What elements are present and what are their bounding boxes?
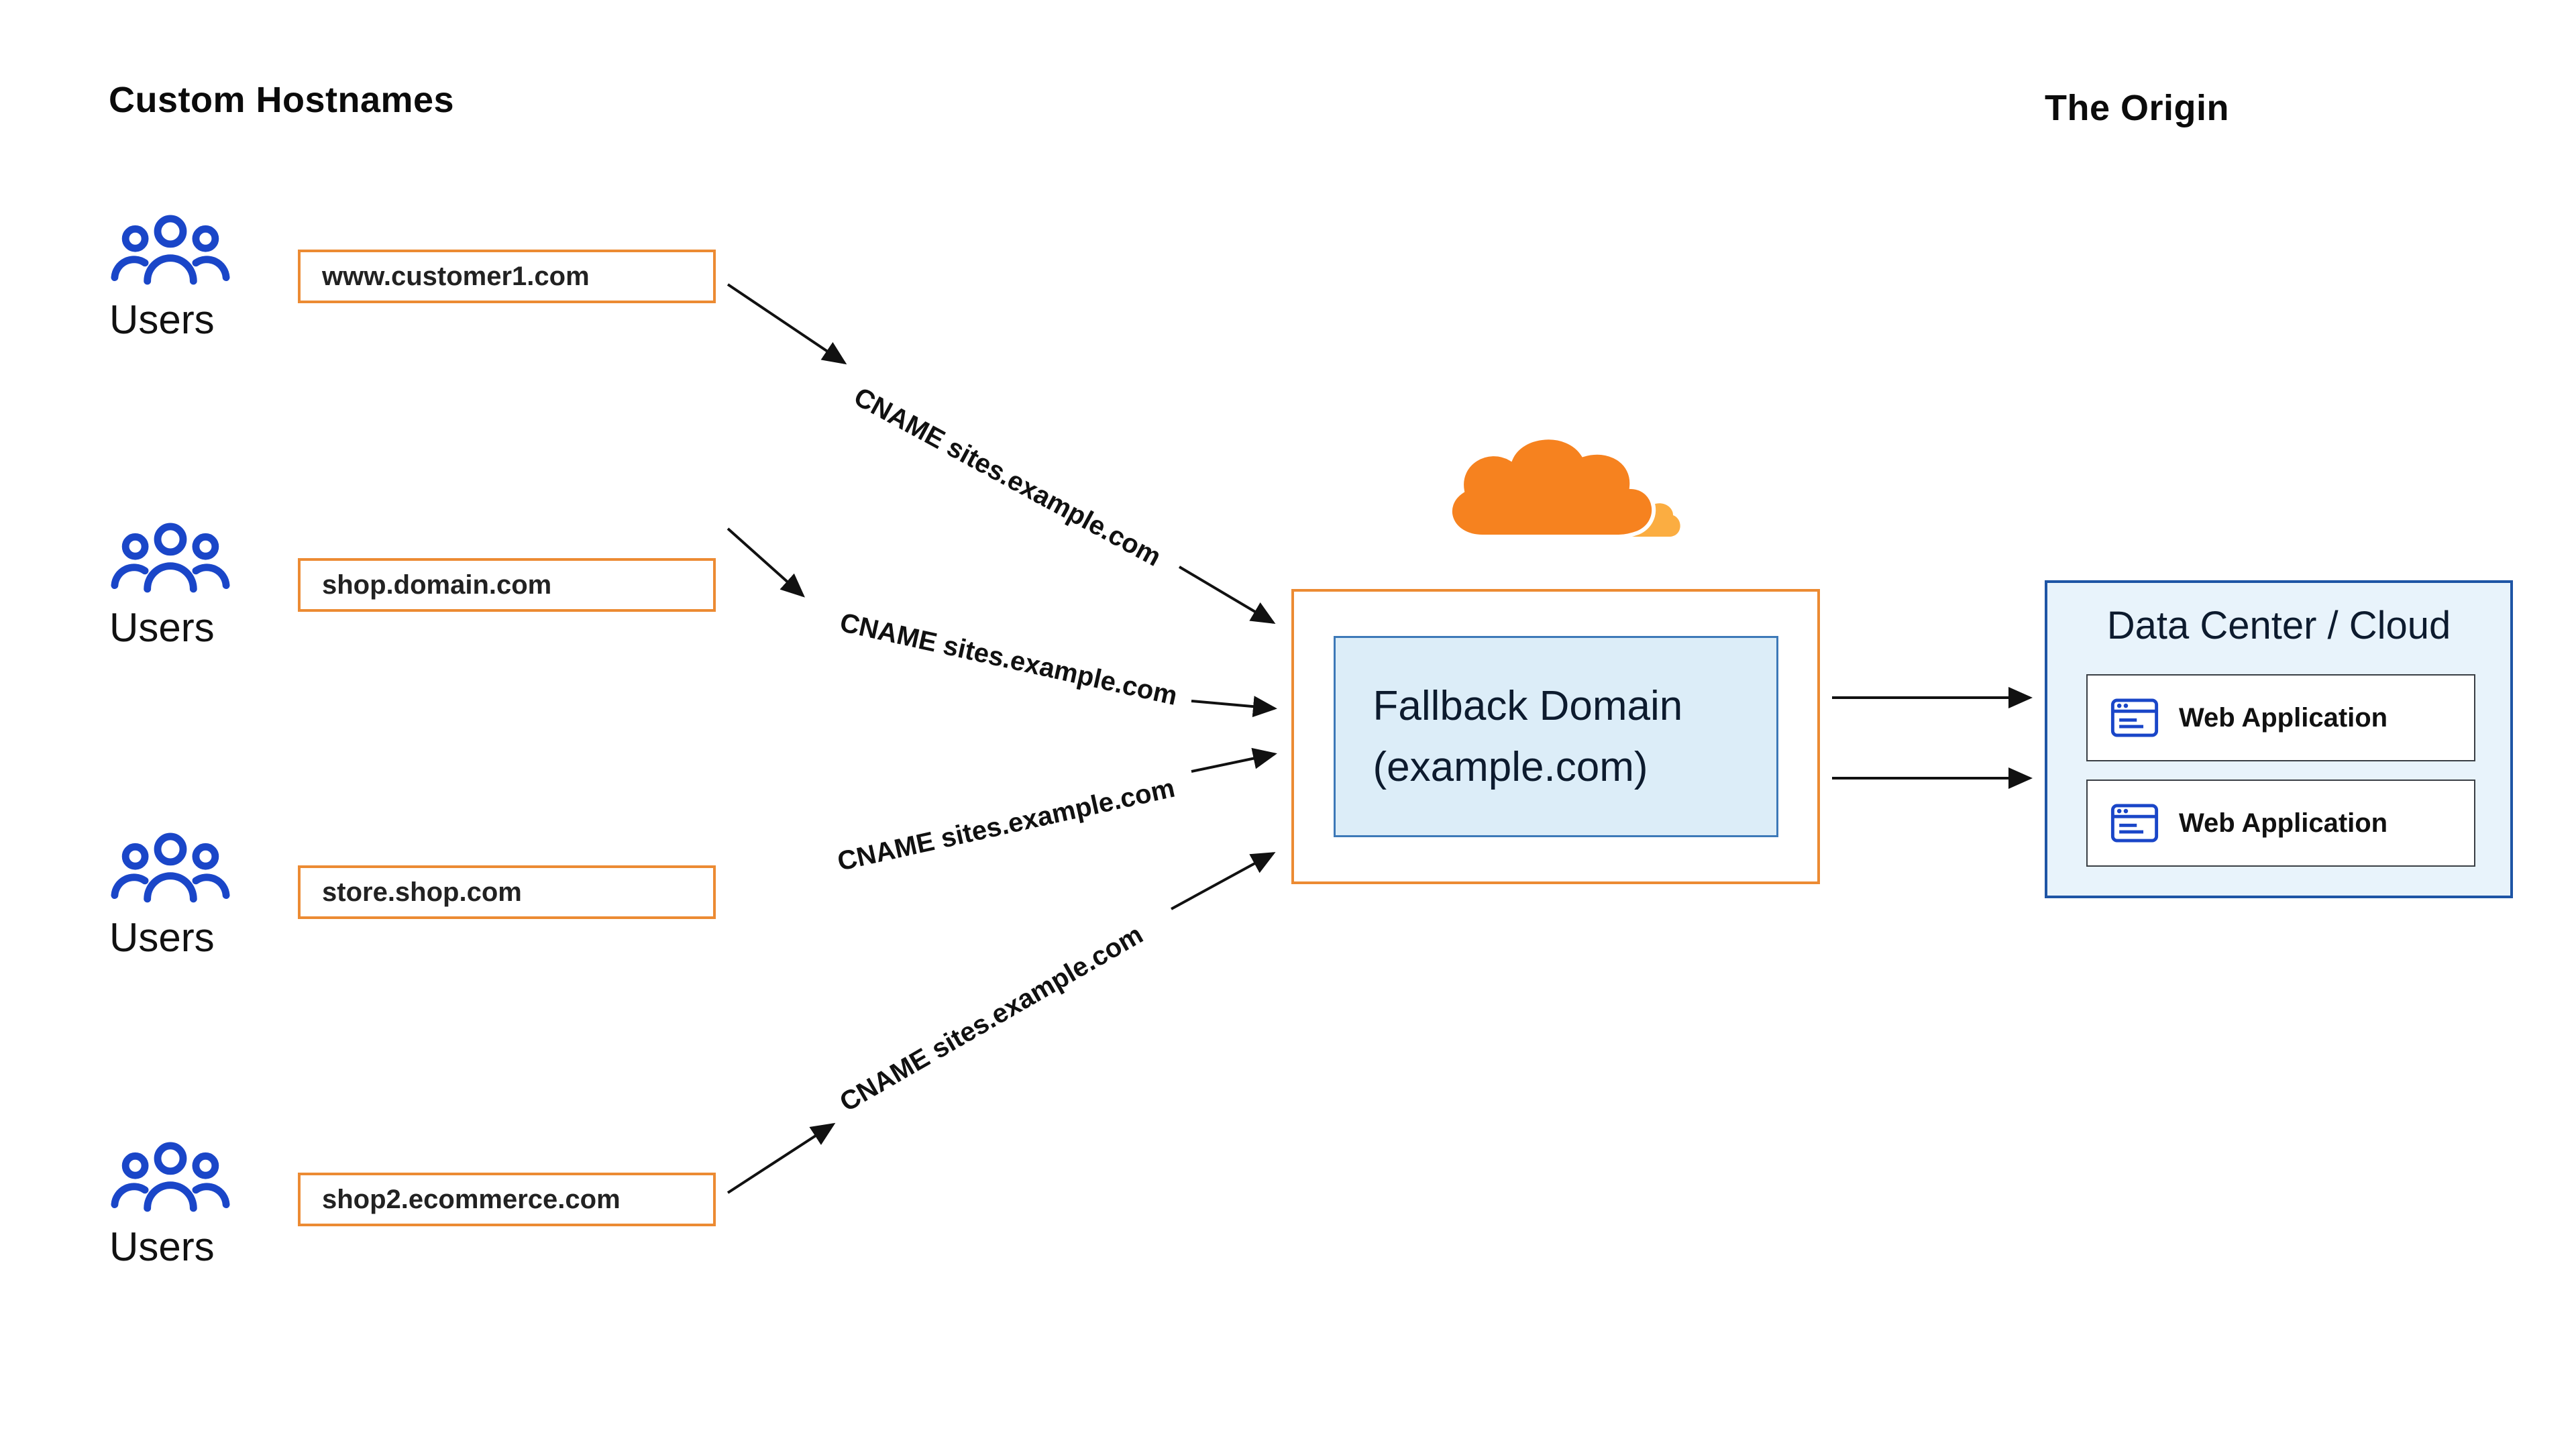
users-group: Users	[109, 830, 257, 961]
hostname-box: store.shop.com	[298, 865, 716, 919]
hostname-box: www.customer1.com	[298, 250, 716, 303]
users-label: Users	[109, 915, 215, 960]
data-center-title: Data Center / Cloud	[2106, 604, 2451, 647]
cloudflare-zone-box: Fallback Domain (example.com)	[1291, 589, 1820, 884]
cname-arrow-label: CNAME sites.example.com	[835, 920, 1148, 1118]
cname-arrow-label: CNAME sites.example.com	[837, 608, 1180, 711]
cname-arrow-segment	[1171, 852, 1276, 910]
web-application-label: Web Application	[2179, 808, 2388, 838]
cname-arrow-label: CNAME sites.example.com	[849, 382, 1166, 572]
browser-window-icon	[2110, 802, 2159, 844]
hostname-label: www.customer1.com	[322, 261, 590, 291]
cname-arrow-label: CNAME sites.example.com	[835, 773, 1177, 877]
data-center-box: Data Center / Cloud Web Application Web …	[2045, 580, 2513, 898]
cloudflare-logo-icon	[1430, 420, 1685, 547]
fallback-domain-line2: (example.com)	[1373, 744, 1648, 790]
origin-title: The Origin	[2045, 88, 2229, 128]
web-application-box: Web Application	[2086, 674, 2475, 761]
fallback-domain-line1: Fallback Domain	[1373, 683, 1683, 729]
web-application-box: Web Application	[2086, 780, 2475, 867]
users-label: Users	[109, 297, 215, 342]
cname-arrow-segment	[1191, 747, 1277, 773]
cname-arrow-segment	[727, 1122, 836, 1194]
users-label: Users	[109, 605, 215, 650]
users-group-icon	[109, 830, 257, 905]
hostname-label: shop.domain.com	[322, 570, 552, 600]
users-label: Users	[109, 1224, 215, 1269]
browser-window-icon	[2110, 697, 2159, 739]
hostname-label: shop2.ecommerce.com	[322, 1184, 621, 1214]
cname-arrow-segment	[727, 527, 805, 598]
custom-hostnames-title: Custom Hostnames	[109, 80, 455, 120]
hostname-label: store.shop.com	[322, 877, 522, 907]
hostname-box: shop2.ecommerce.com	[298, 1173, 716, 1226]
fallback-domain-box: Fallback Domain (example.com)	[1333, 636, 1778, 837]
users-group-icon	[109, 212, 257, 287]
cname-arrow-segment	[727, 283, 847, 365]
hostname-box: shop.domain.com	[298, 558, 716, 612]
users-group-icon	[109, 1139, 257, 1214]
users-group-icon	[109, 520, 257, 595]
cname-arrow-segment	[1178, 566, 1276, 625]
web-application-label: Web Application	[2179, 702, 2388, 733]
users-group: Users	[109, 212, 257, 343]
users-group: Users	[109, 1139, 257, 1270]
cname-arrow-segment	[1191, 696, 1277, 718]
users-group: Users	[109, 520, 257, 651]
